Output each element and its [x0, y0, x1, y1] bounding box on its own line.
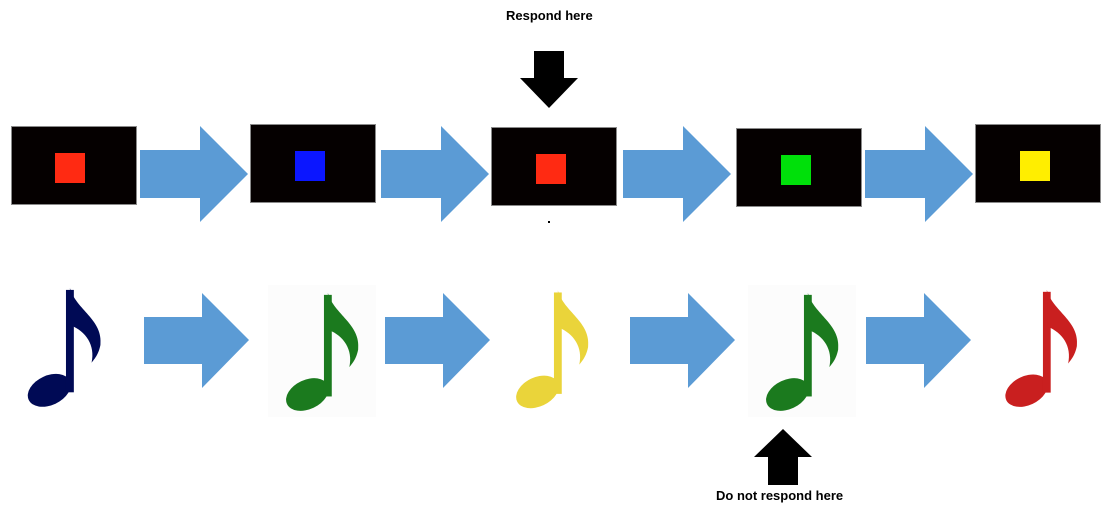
right-arrow-icon: [866, 293, 971, 388]
stimulus-screen-3: [491, 127, 617, 206]
note-flag: [327, 292, 359, 368]
right-arrow-icon: [630, 293, 735, 388]
note-head: [766, 378, 809, 411]
eighth-note-icon: [516, 290, 589, 409]
up-arrow-shape: [754, 429, 812, 485]
right-arrow-shape: [140, 126, 248, 222]
right-arrow-shape: [630, 293, 735, 388]
note-flag: [557, 290, 589, 365]
right-arrow-icon: [381, 126, 489, 222]
note-head: [286, 378, 329, 411]
eighth-note-icon: [27, 287, 101, 407]
right-arrow-shape: [623, 126, 731, 222]
note-stem: [323, 294, 332, 397]
eighth-note-icon: [286, 292, 359, 411]
respond-here-label: Respond here: [506, 8, 593, 23]
stimulus-screen-2: [250, 124, 376, 203]
right-arrow-icon: [865, 126, 973, 222]
note-head: [516, 375, 559, 409]
stimulus-square-5: [1020, 151, 1050, 181]
stimulus-screen-1: [11, 126, 137, 205]
stimulus-square-2: [295, 151, 325, 181]
note-stem: [803, 294, 812, 397]
right-arrow-shape: [144, 293, 249, 388]
eighth-note-icon: [1005, 289, 1078, 407]
note-stem: [1042, 291, 1051, 393]
right-arrow-shape: [866, 293, 971, 388]
stimulus-screen-4: [736, 128, 862, 207]
right-arrow-icon: [140, 126, 248, 222]
right-arrow-shape: [381, 126, 489, 222]
stimulus-square-4: [781, 155, 811, 185]
do-not-respond-here-label: Do not respond here: [716, 488, 844, 503]
note-stem: [65, 289, 74, 393]
stimulus-square-3: [536, 154, 566, 184]
right-arrow-icon: [623, 126, 731, 222]
down-arrow-icon: [520, 51, 578, 108]
note-flag: [807, 292, 839, 368]
up-arrow-icon: [754, 429, 812, 485]
down-arrow-shape: [520, 51, 578, 108]
right-arrow-shape: [385, 293, 490, 388]
stimulus-square-1: [55, 153, 85, 183]
right-arrow-icon: [385, 293, 490, 388]
right-arrow-icon: [144, 293, 249, 388]
stimulus-screen-5: [975, 124, 1101, 203]
stray-mark: [548, 221, 550, 223]
note-head: [27, 373, 71, 407]
note-head: [1005, 374, 1048, 407]
note-flag: [69, 287, 101, 363]
eighth-note-icon: [766, 292, 839, 411]
note-stem: [553, 292, 562, 394]
note-flag: [1046, 289, 1078, 364]
right-arrow-shape: [865, 126, 973, 222]
